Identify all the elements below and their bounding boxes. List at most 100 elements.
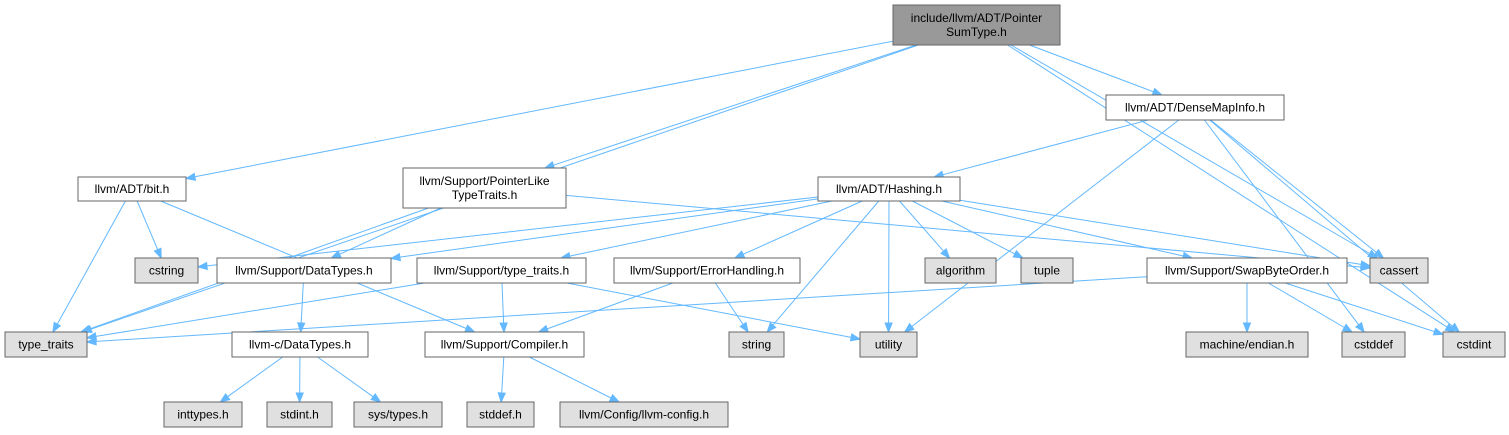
edge-arrowhead xyxy=(1432,327,1445,336)
node-label: llvm/Support/DataTypes.h xyxy=(235,264,372,278)
node-box xyxy=(163,401,243,428)
node-c_datatypes[interactable]: llvm-c/DataTypes.h xyxy=(231,331,369,358)
node-box xyxy=(1442,331,1506,358)
node-llvmconfig: llvm/Config/llvm-config.h xyxy=(559,401,729,428)
edge-c_datatypes-to-inttypes xyxy=(219,356,283,403)
edge-line xyxy=(95,276,1148,342)
node-label: cassert xyxy=(1380,264,1419,278)
node-datatypes[interactable]: llvm/Support/DataTypes.h xyxy=(216,257,392,284)
node-string: string xyxy=(728,331,785,358)
edge-line xyxy=(1204,119,1360,326)
edge-arrowhead xyxy=(1373,248,1385,259)
edge-line xyxy=(227,356,283,398)
node-box xyxy=(859,331,918,358)
node-swapbyteorder[interactable]: llvm/Support/SwapByteOrder.h xyxy=(1146,257,1348,284)
edge-hashing-to-datatypes xyxy=(389,198,819,262)
node-tuple: tuple xyxy=(1020,257,1074,284)
edge-swapbyteorder-to-endian xyxy=(1242,283,1252,334)
edge-line xyxy=(899,200,944,252)
node-box xyxy=(817,176,961,202)
edge-hashing-to-errorhandling xyxy=(733,200,863,259)
edge-line xyxy=(714,282,744,325)
node-box xyxy=(402,167,567,209)
edge-arrowhead xyxy=(1355,321,1365,334)
edge-line xyxy=(565,194,1362,268)
node-label: TypeTraits.h xyxy=(452,188,518,202)
node-densemapinfo[interactable]: llvm/ADT/DenseMapInfo.h xyxy=(1105,94,1285,121)
node-label: llvm/Support/SwapByteOrder.h xyxy=(1165,264,1329,278)
edge-line xyxy=(959,199,1362,265)
node-inttypes: inttypes.h xyxy=(163,401,243,428)
edge-arrowhead xyxy=(1359,260,1372,269)
edge-line xyxy=(206,196,819,267)
edge-line xyxy=(529,356,612,399)
node-label: include/llvm/ADT/Pointer xyxy=(911,11,1042,25)
edge-line xyxy=(742,200,863,255)
edge-c_datatypes-to-stdint xyxy=(295,356,304,404)
node-label: algorithm xyxy=(936,264,985,278)
node-box xyxy=(216,257,392,284)
edge-pointerlike-to-datatypes xyxy=(330,207,441,259)
edge-typetraits_support-to-compiler xyxy=(499,282,508,334)
edge-line xyxy=(1029,44,1154,93)
edge-arrowhead xyxy=(884,322,893,334)
edge-arrowhead xyxy=(296,322,306,334)
edge-arrowhead xyxy=(219,393,231,403)
edge-line xyxy=(569,200,833,257)
edge-line xyxy=(912,200,1016,255)
node-hashing[interactable]: llvm/ADT/Hashing.h xyxy=(817,176,961,202)
node-label: llvm/Support/Compiler.h xyxy=(441,338,568,352)
edge-root-to-cstdint xyxy=(1007,44,1456,333)
edge-arrowhead xyxy=(464,324,476,333)
edge-arrowhead xyxy=(849,333,862,342)
node-label: stdint.h xyxy=(280,408,319,422)
node-box xyxy=(266,401,333,428)
node-label: sys/types.h xyxy=(368,408,428,422)
node-box xyxy=(416,257,587,284)
node-typetraits_support[interactable]: llvm/Support/type_traits.h xyxy=(416,257,587,284)
edge-line xyxy=(553,44,917,166)
edge-arrowhead xyxy=(85,337,97,346)
edge-datatypes-to-c_datatypes xyxy=(296,282,306,334)
edge-line xyxy=(501,282,505,324)
edge-line xyxy=(547,282,673,330)
node-bit[interactable]: llvm/ADT/bit.h xyxy=(77,176,187,202)
edge-arrowhead xyxy=(196,261,208,271)
edge-hashing-to-utility xyxy=(884,200,893,334)
node-label: cstring xyxy=(149,264,184,278)
node-box xyxy=(424,331,585,358)
edge-arrowhead xyxy=(1151,87,1164,96)
node-type_traits: type_traits xyxy=(4,331,88,358)
edge-line xyxy=(1210,119,1377,253)
edge-densemapinfo-to-utility xyxy=(903,119,1180,333)
node-compiler[interactable]: llvm/Support/Compiler.h xyxy=(424,331,585,358)
edge-hashing-to-cstring xyxy=(196,196,819,271)
edge-compiler-to-stddef xyxy=(497,356,506,404)
edge-arrowhead xyxy=(940,248,951,260)
edge-line xyxy=(317,356,374,398)
edge-line xyxy=(339,207,441,255)
node-cassert: cassert xyxy=(1369,257,1429,284)
edge-arrowhead xyxy=(1012,249,1025,259)
node-label: llvm/ADT/DenseMapInfo.h xyxy=(1125,101,1265,115)
node-stdint: stdint.h xyxy=(266,401,333,428)
node-box xyxy=(613,257,801,284)
edge-arrowhead xyxy=(1449,322,1461,333)
node-label: llvm/Support/type_traits.h xyxy=(434,264,569,278)
edge-line xyxy=(1007,44,1448,328)
edge-arrowhead xyxy=(497,392,506,404)
edge-c_datatypes-to-systypes xyxy=(317,356,382,403)
edges-layer xyxy=(52,40,1461,404)
edge-arrowhead xyxy=(153,247,162,260)
edge-root-to-pointerlike xyxy=(543,44,917,170)
node-box xyxy=(466,401,535,428)
edge-arrowhead xyxy=(389,252,401,262)
node-box xyxy=(1020,257,1074,284)
node-box xyxy=(134,257,199,284)
edge-line xyxy=(911,119,1180,327)
node-box xyxy=(1185,331,1309,358)
node-label: stddef.h xyxy=(479,408,522,422)
node-errorhandling[interactable]: llvm/Support/ErrorHandling.h xyxy=(613,257,801,284)
